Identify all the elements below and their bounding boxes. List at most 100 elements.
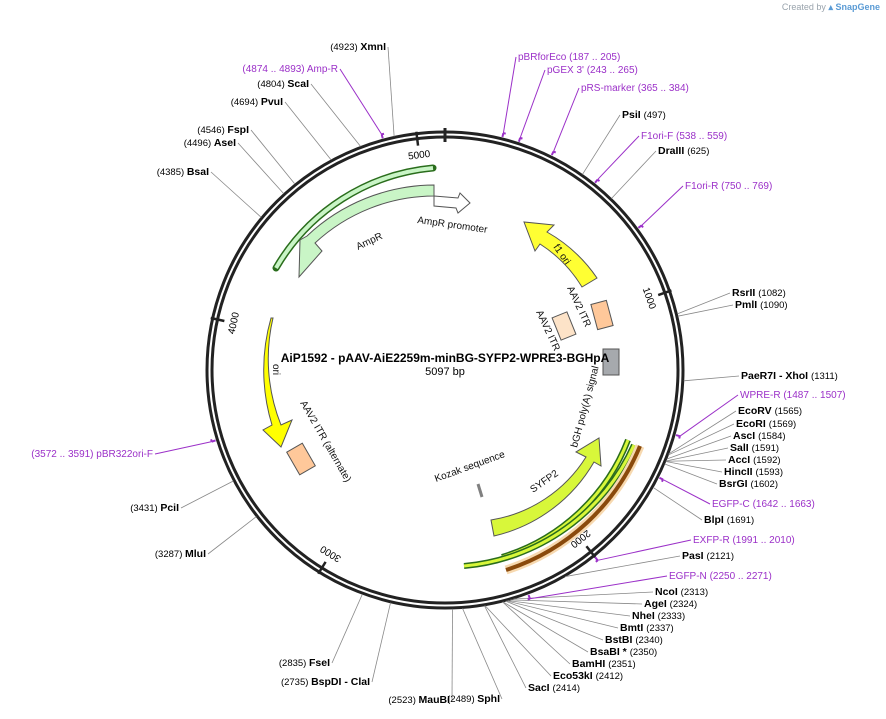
tick-mark [415,131,420,146]
enzyme-site[interactable]: BmtI (2337) [620,622,674,634]
enzyme-leader-line [565,555,681,577]
aav2-itr-right-feature[interactable] [590,299,614,331]
enzyme-name: SacI [528,682,553,694]
orange-outer-arc[interactable] [504,444,645,575]
primer-leader-line [502,56,517,134]
enzyme-name: PvuI [261,96,283,108]
primer-site[interactable]: F1ori-R (750 .. 769) [685,181,772,192]
primer-leader-line [679,394,739,437]
aav2-itr-inner-feature[interactable] [551,311,577,341]
enzyme-position: (4804) [257,79,287,90]
primer-range: (1991 .. 2010) [732,535,794,546]
enzyme-leader-line [310,83,361,147]
enzyme-site[interactable]: (2835) FseI [279,657,330,669]
bgh-polya-feature[interactable] [602,348,620,376]
green-outer-arc-2[interactable] [463,443,637,569]
primer-leader-line [529,575,668,600]
enzyme-position: (2835) [279,658,309,669]
enzyme-site[interactable]: EcoRV (1565) [738,405,802,417]
enzyme-site[interactable]: AgeI (2324) [644,598,697,610]
enzyme-name: BspDI - ClaI [311,676,370,688]
primer-site[interactable]: (4874 .. 4893) Amp-R [242,64,338,75]
primer-name: Amp-R [307,64,338,75]
primer-name: pGEX 3' [547,65,587,76]
primer-site[interactable]: EGFP-C (1642 .. 1663) [712,499,815,510]
enzyme-site[interactable]: AscI (1584) [733,430,786,442]
primer-name: F1ori-F [641,131,676,142]
enzyme-site[interactable]: (4496) AseI [184,137,236,149]
enzyme-site[interactable]: (3431) PciI [130,502,179,514]
enzyme-site[interactable]: PasI (2121) [682,550,734,562]
enzyme-site[interactable]: BsaBI * (2350) [590,646,657,658]
primer-site[interactable]: EGFP-N (2250 .. 2271) [669,571,772,582]
primer-site[interactable]: pBRforEco (187 .. 205) [518,52,620,63]
syfp2-feature[interactable] [490,437,602,537]
primer-site[interactable]: EXFP-R (1991 .. 2010) [693,535,795,546]
primer-range: (2250 .. 2271) [710,571,772,582]
enzyme-site[interactable]: NcoI (2313) [655,586,708,598]
tick-mark [585,545,597,558]
enzyme-name: PmlI [735,299,760,311]
enzyme-position: (4923) [330,42,360,53]
primer-site[interactable]: WPRE-R (1487 .. 1507) [740,390,846,401]
enzyme-site[interactable]: (4546) FspI [197,124,249,136]
enzyme-leader-line [484,605,527,689]
ampr-feature[interactable] [298,184,435,279]
primer-range: (750 .. 769) [721,181,772,192]
f1-ori-feature[interactable] [523,221,598,288]
enzyme-position: (1569) [769,419,796,430]
enzyme-site[interactable]: Eco53kI (2412) [553,670,623,682]
enzyme-site[interactable]: PsiI (497) [622,109,666,121]
enzyme-name: FspI [227,124,249,136]
enzyme-site[interactable]: RsrII (1082) [732,287,786,299]
enzyme-site[interactable]: BamHI (2351) [572,658,636,670]
ampr-outer-arrow[interactable] [272,164,437,272]
enzyme-name: MauBI [419,694,451,706]
enzyme-leader-line [207,516,257,555]
primer-range: (538 .. 559) [676,131,727,142]
enzyme-position: (4694) [231,97,261,108]
enzyme-site[interactable]: (4804) ScaI [257,78,309,90]
primer-mark [553,150,557,154]
enzyme-site[interactable]: PaeR7I - XhoI (1311) [741,370,838,382]
primer-name: WPRE-R [740,390,783,401]
enzyme-name: XmnI [360,41,386,53]
enzyme-site[interactable]: (4694) PvuI [231,96,283,108]
primer-site[interactable]: pRS-marker (365 .. 384) [581,83,689,94]
tick-label: 3000 [318,543,343,564]
enzyme-site[interactable]: BsrGI (1602) [719,478,778,490]
enzyme-site[interactable]: (4385) BsaI [157,166,209,178]
ori-feature[interactable] [262,317,293,448]
enzyme-leader-line [611,150,657,199]
enzyme-site[interactable]: SacI (2414) [528,682,580,694]
enzyme-position: (4546) [197,125,227,136]
enzyme-name: BsaBI * [590,646,630,658]
enzyme-position: (3431) [130,503,160,514]
enzyme-site[interactable]: EcoRI (1569) [736,418,796,430]
enzyme-leader-line [371,602,391,683]
enzyme-site[interactable]: (2489) SphI [447,693,500,705]
enzyme-site[interactable]: (3287) MluI [155,548,206,560]
aav2-itr-alternate-feature[interactable] [286,442,316,476]
enzyme-name: ScaI [287,78,309,90]
primer-site[interactable]: (3572 .. 3591) pBR322ori-F [31,449,153,460]
enzyme-site[interactable]: BlpI (1691) [704,514,754,526]
primer-site[interactable]: pGEX 3' (243 .. 265) [547,65,638,76]
enzyme-leader-line [502,601,589,653]
enzyme-site[interactable]: HincII (1593) [724,466,783,478]
kozak-feature[interactable] [476,483,484,498]
enzyme-site[interactable]: SalI (1591) [730,442,779,454]
ampr-promoter-feature[interactable] [433,192,471,214]
enzyme-leader-line [666,435,732,460]
enzyme-site[interactable]: BstBI (2340) [605,634,663,646]
enzyme-position: (1090) [760,300,787,311]
enzyme-site[interactable]: NheI (2333) [632,610,685,622]
enzyme-site[interactable]: AccI (1592) [728,454,781,466]
enzyme-site[interactable]: DraIII (625) [658,145,709,157]
primer-name: F1ori-R [685,181,721,192]
enzyme-site[interactable]: (2523) MauBI [388,694,450,706]
primer-site[interactable]: F1ori-F (538 .. 559) [641,131,727,142]
enzyme-site[interactable]: (2735) BspDI - ClaI [281,676,370,688]
enzyme-site[interactable]: PmlI (1090) [735,299,788,311]
enzyme-site[interactable]: (4923) XmnI [330,41,386,53]
